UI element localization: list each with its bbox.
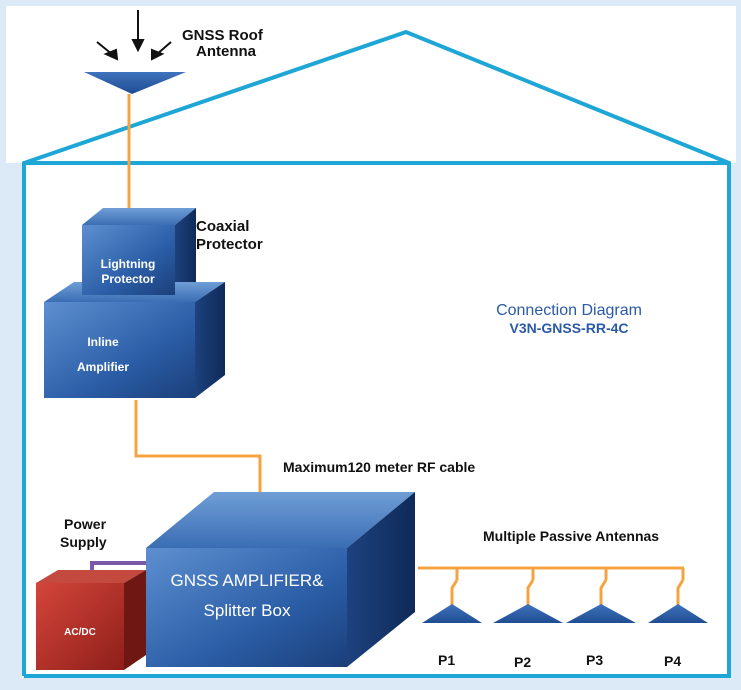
- cable-label: Maximum120 meter RF cable: [283, 459, 475, 475]
- lightning-protector-front: [82, 225, 175, 295]
- diagram-title: Connection Diagram: [496, 302, 642, 319]
- port-label: P3: [586, 652, 603, 668]
- power-label-line2: Supply: [60, 534, 107, 550]
- splitter-box: [146, 492, 415, 667]
- antenna-feed-lines: [450, 579, 685, 606]
- lightning-label-line2: Protector: [101, 272, 155, 286]
- diagram-model: V3N-GNSS-RR-4C: [509, 320, 628, 336]
- signal-arrows-icon: [96, 10, 172, 61]
- acdc-power-box: [36, 570, 146, 670]
- passive-antennas-label: Multiple Passive Antennas: [483, 528, 659, 544]
- splitter-label-line2: Splitter Box: [204, 601, 291, 620]
- port-label: P2: [514, 654, 531, 670]
- house-outline: [22, 29, 731, 678]
- coaxial-label-line1: Coaxial: [196, 218, 249, 235]
- antenna-label-line2: Antenna: [196, 43, 257, 60]
- acdc-label: AC/DC: [64, 627, 96, 638]
- port-label: P4: [664, 653, 681, 669]
- splitter-label-line1: GNSS AMPLIFIER&: [170, 571, 324, 590]
- power-cable: [90, 561, 146, 573]
- inline-label-line1: Inline: [87, 335, 119, 349]
- inline-label-line2: Amplifier: [77, 360, 129, 374]
- coaxial-label-line2: Protector: [196, 236, 263, 253]
- port-label: P1: [438, 652, 455, 668]
- rf-cable: [127, 94, 685, 580]
- inline-amplifier-box: [44, 282, 225, 398]
- lightning-label-line1: Lightning: [101, 257, 156, 271]
- passive-antenna-icon: [422, 604, 708, 623]
- power-label-line1: Power: [64, 516, 107, 532]
- roof-antenna-icon: [84, 72, 186, 94]
- antenna-label-line1: GNSS Roof: [182, 27, 264, 44]
